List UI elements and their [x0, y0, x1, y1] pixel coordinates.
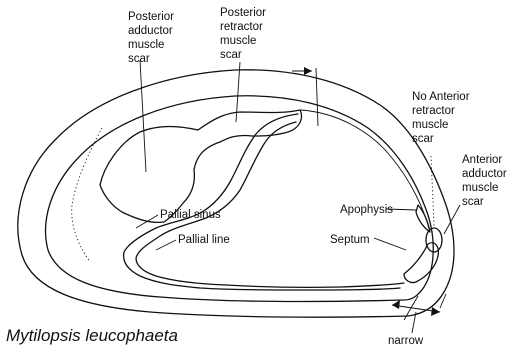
pallial-sinus-leader: [136, 215, 158, 228]
septum-leader: [374, 238, 406, 250]
label-posterior-adductor: Posterior adductor muscle scar: [128, 11, 177, 65]
width-marker-arrowhead: [304, 67, 312, 75]
label-narrow: narrow: [388, 335, 424, 347]
apophysis-shape: [416, 205, 430, 232]
label-apophysis: Apophysis: [340, 204, 393, 216]
pallial-sinus-line: [124, 114, 400, 290]
posterior-retractor-leader: [236, 62, 240, 122]
no-anterior-retractor-pointer: [431, 156, 434, 226]
label-septum: Septum: [330, 234, 370, 246]
posterior-dotted-line: [72, 128, 102, 262]
label-pallial-sinus: Pallial sinus: [160, 209, 221, 221]
width-marker-line: [316, 68, 318, 126]
label-anterior-adductor: Anterior adductor muscle scar: [462, 154, 510, 208]
narrow-arrowhead-left: [392, 300, 400, 309]
anterior-adductor-scar: [426, 228, 442, 252]
shell-outer-outline: [18, 70, 454, 317]
diagram-title: Mytilopsis leucophaeta: [6, 326, 178, 345]
label-pallial-line: Pallial line: [178, 234, 230, 246]
pallial-line-leader: [156, 240, 176, 250]
narrow-arrowhead-right: [431, 307, 440, 316]
label-posterior-retractor: Posterior retractor muscle scar: [220, 7, 269, 61]
label-no-anterior-retractor: No Anterior retractor muscle scar: [412, 91, 473, 145]
posterior-adductor-scar-outline: [100, 110, 302, 222]
shell-inner-margin: [46, 96, 434, 302]
